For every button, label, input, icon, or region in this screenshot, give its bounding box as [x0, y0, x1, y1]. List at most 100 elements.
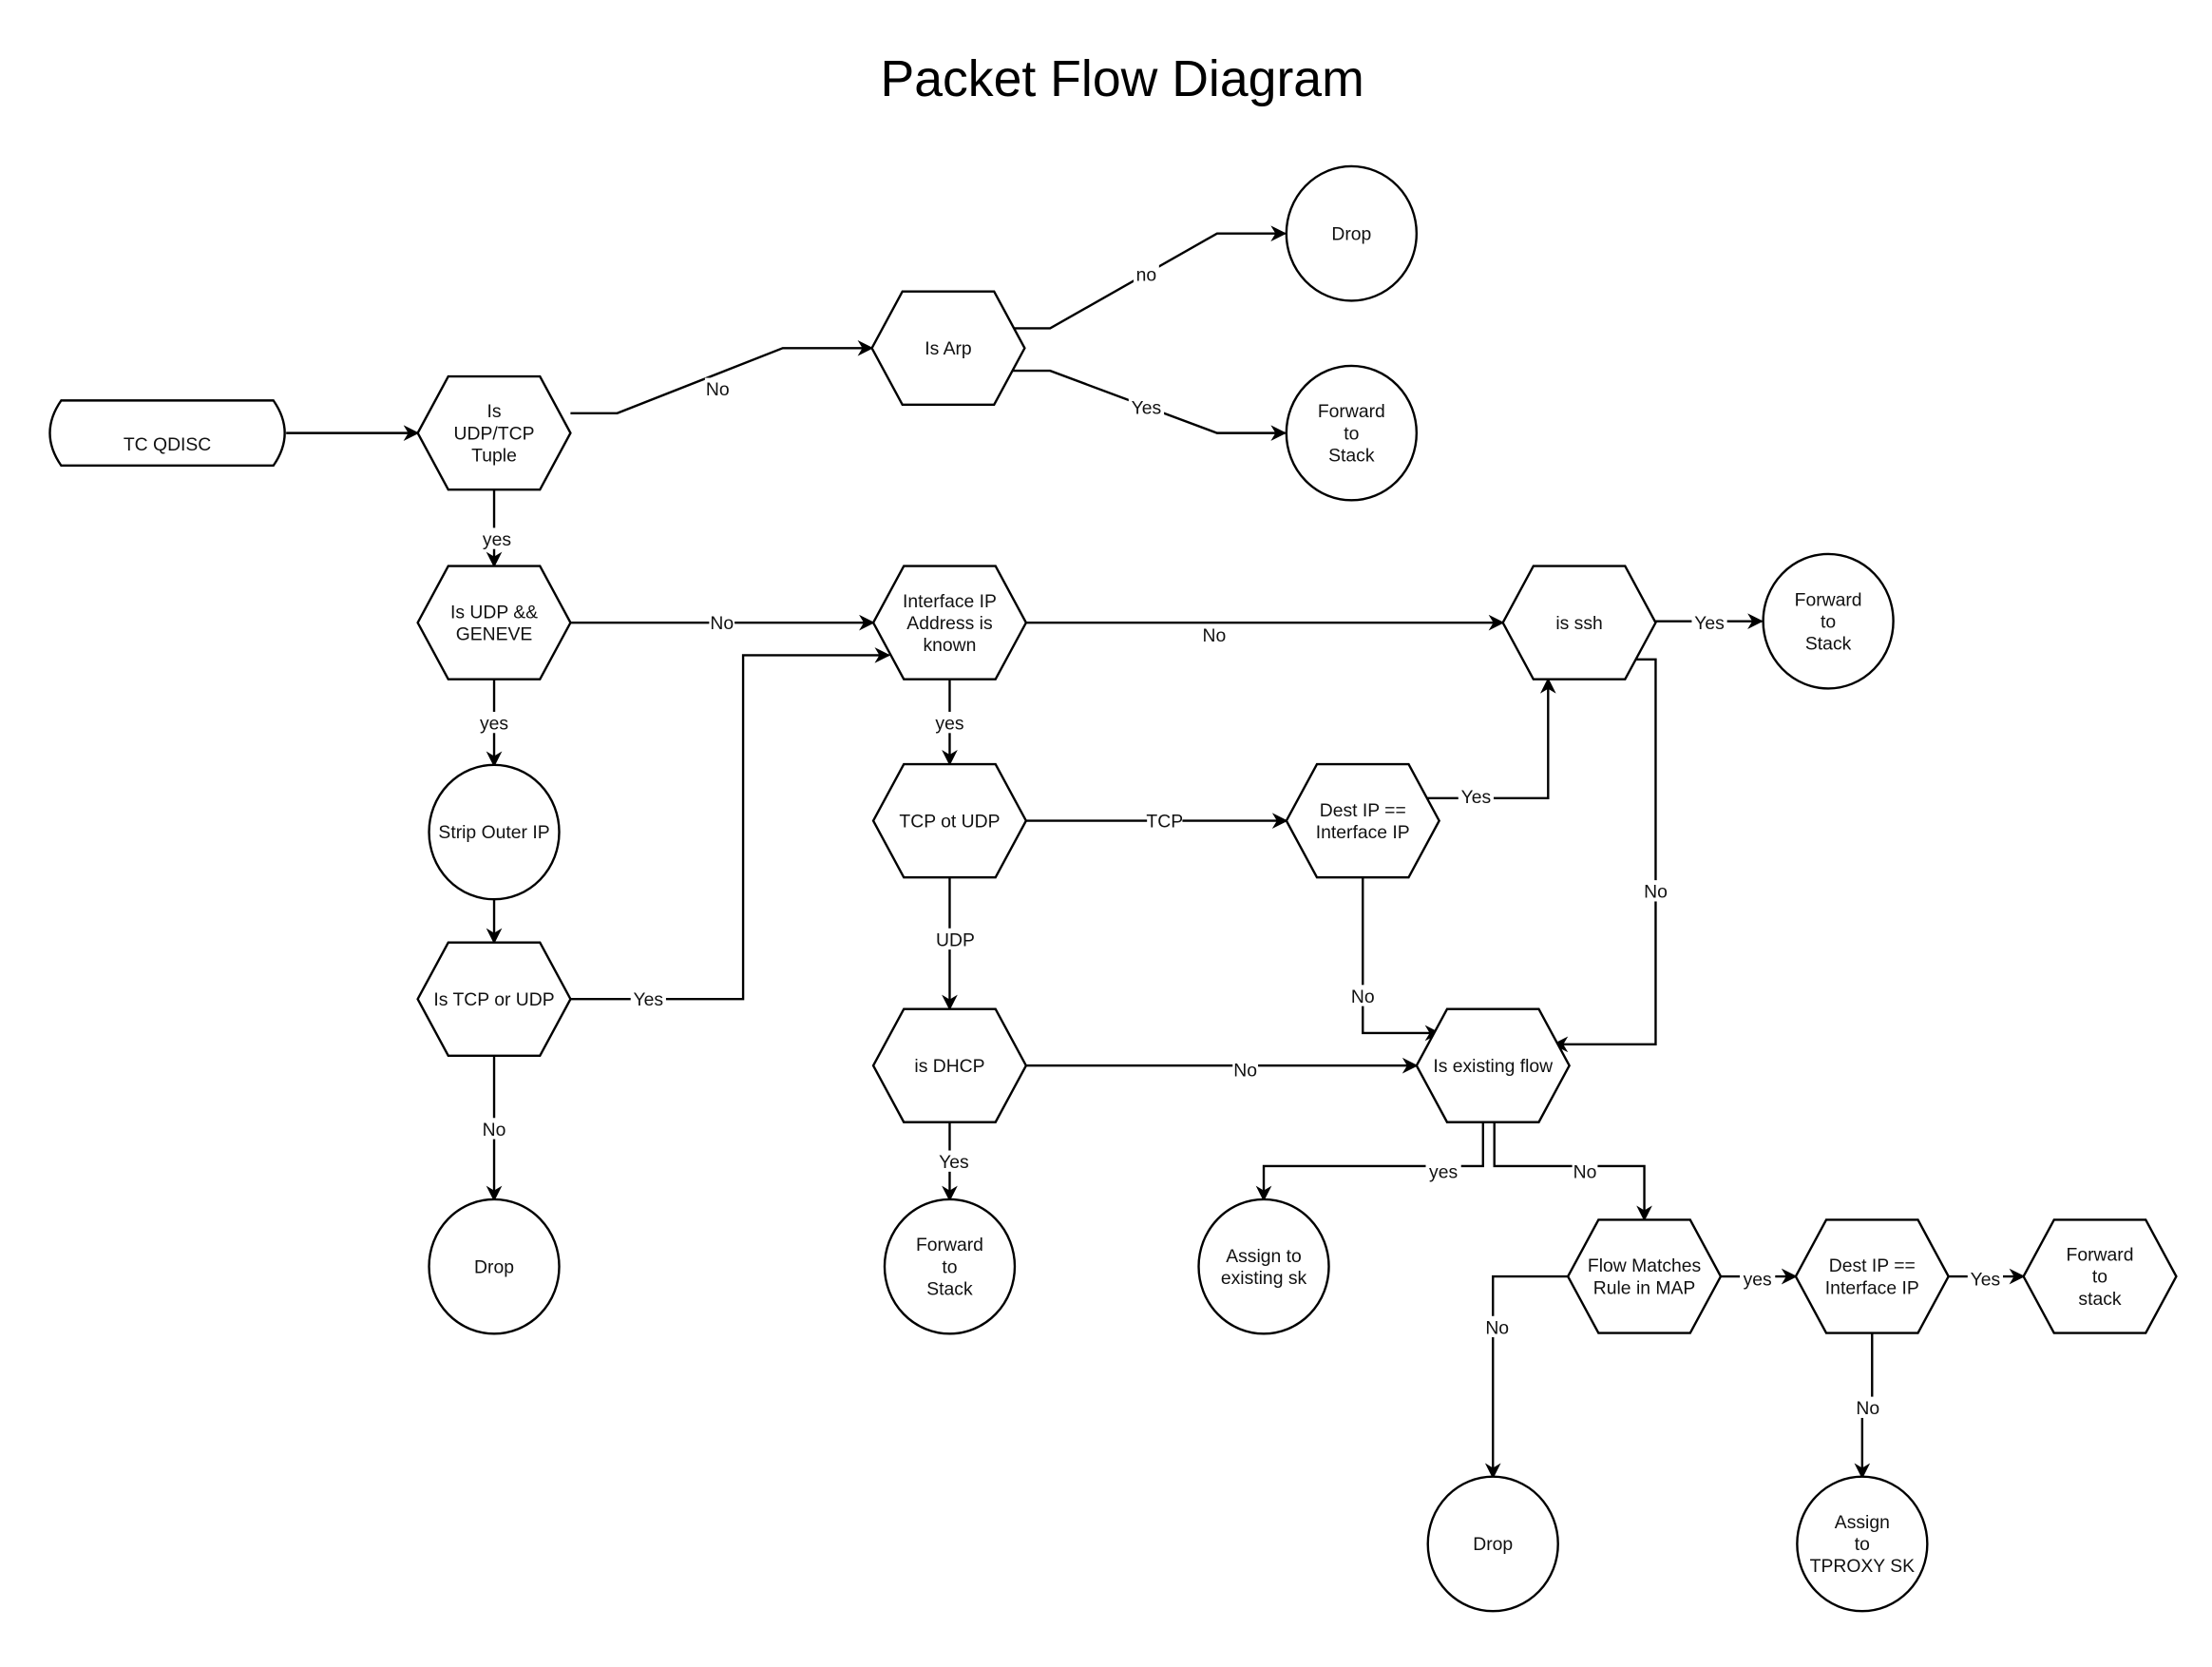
node-label-line: Assign	[1835, 1512, 1890, 1533]
edge-label: No	[1203, 625, 1227, 646]
edge-label: yes	[480, 714, 508, 735]
node-is-arp[interactable]: Is Arp	[870, 290, 1026, 407]
edge-label: Yes	[939, 1152, 969, 1173]
edge-label: No	[1573, 1162, 1597, 1183]
edge-is_existing_flow-to-assign_existing_sk	[1255, 1121, 1485, 1202]
edge-label-bg	[1232, 1058, 1259, 1081]
edge-label: No	[1644, 882, 1668, 903]
node-label-line: Dest IP ==	[1320, 800, 1406, 821]
edge-label-bg	[709, 611, 735, 633]
edge-label: yes	[935, 714, 963, 735]
node-label-line: Is	[486, 401, 501, 422]
node-label-line: Forward	[2067, 1245, 2134, 1266]
edge-label-bg	[481, 1118, 507, 1140]
node-is-udp-geneve[interactable]: Is UDP &&GENEVE	[416, 565, 572, 680]
node-label-line: to	[1344, 423, 1359, 444]
hexagon-shape	[870, 290, 1026, 407]
node-label-line: Rule in MAP	[1593, 1277, 1696, 1298]
hexagon-shape	[1794, 1218, 1951, 1334]
node-label-line: to	[942, 1256, 957, 1277]
node-label-line: known	[924, 635, 977, 656]
node-label-line: Drop	[1331, 223, 1371, 244]
hexagon-shape	[1415, 1007, 1571, 1123]
node-label-line: Is UDP &&	[450, 602, 538, 623]
node-label-line: Forward	[1795, 589, 1862, 610]
edge-label: No	[1351, 987, 1375, 1007]
node-drop-left[interactable]: Drop	[428, 1198, 561, 1335]
node-is-tcp-or-udp[interactable]: Is TCP or UDP	[416, 941, 572, 1057]
circle-shape	[1285, 364, 1419, 502]
edge-label-bg	[936, 1150, 972, 1172]
node-drop-arp[interactable]: Drop	[1285, 164, 1419, 302]
edge-label: No	[1856, 1398, 1879, 1419]
node-dest-ip-eq-iface-2[interactable]: Dest IP ==Interface IP	[1794, 1218, 1951, 1334]
node-label-line: TC QDISC	[124, 434, 211, 455]
node-drop-bottom[interactable]: Drop	[1426, 1475, 1559, 1613]
node-label-line: Stack	[926, 1278, 973, 1299]
edge-label-bg	[1572, 1159, 1598, 1182]
node-label-line: UDP/TCP	[454, 423, 535, 444]
edge-label-bg	[630, 987, 666, 1009]
edge-label-bg	[479, 527, 515, 549]
hexagon-shape	[1501, 565, 1657, 680]
node-label-line: Tuple	[471, 445, 517, 466]
node-label-line: Is TCP or UDP	[433, 989, 554, 1010]
edge-label-bg	[1349, 985, 1376, 1006]
node-is-ssh[interactable]: is ssh	[1501, 565, 1657, 680]
edge-label-bg	[704, 377, 731, 399]
circle-shape	[1426, 1475, 1559, 1613]
edge-label-bg	[1128, 395, 1165, 418]
node-is-dhcp[interactable]: is DHCP	[871, 1007, 1028, 1123]
node-tc-qdisc[interactable]: TC QDISC	[48, 399, 286, 468]
edge-label: no	[1136, 265, 1157, 286]
node-label-line: Forward	[916, 1235, 983, 1255]
terminator-shape	[48, 399, 286, 468]
circle-shape	[883, 1198, 1017, 1335]
hexagon-shape	[871, 762, 1028, 879]
node-dest-ip-eq-iface-1[interactable]: Dest IP ==Interface IP	[1285, 762, 1441, 879]
edge-label: yes	[483, 529, 511, 550]
circle-shape	[1796, 1475, 1929, 1613]
edge-label-bg	[1967, 1268, 2004, 1290]
edge-label-bg	[1855, 1396, 1881, 1418]
node-label-line: Forward	[1318, 401, 1385, 422]
edge-label-bg	[931, 711, 968, 734]
edge-label-bg	[476, 711, 512, 734]
node-label-line: TCP ot UDP	[899, 811, 1000, 832]
edge-labels-layer: NonoYesyesNoyesYesNoNoYesNoyesTCPYesNoUD…	[476, 262, 2004, 1419]
edge-dest_ip_eq_iface_1-to-is_existing_flow	[1362, 877, 1441, 1042]
edge-label: Yes	[1132, 398, 1162, 419]
node-label-line: Dest IP ==	[1829, 1255, 1916, 1276]
node-is-existing-flow[interactable]: Is existing flow	[1415, 1007, 1571, 1123]
node-label-line: stack	[2078, 1289, 2121, 1310]
node-strip-outer-ip[interactable]: Strip Outer IP	[428, 763, 561, 901]
node-label-line: to	[1855, 1534, 1870, 1555]
edge-label-bg	[1425, 1159, 1461, 1182]
edge-is_udp_tcp_tuple-to-is_arp	[570, 339, 874, 414]
node-label-line: Stack	[1805, 633, 1852, 654]
edge-is_tcp_or_udp-to-interface_ip_known	[570, 647, 891, 1001]
edge-label-bg	[1643, 880, 1669, 902]
node-tcp-or-udp-inner[interactable]: TCP ot UDP	[871, 762, 1028, 879]
edge-label: Yes	[1461, 787, 1492, 808]
node-label-line: Address is	[906, 613, 992, 634]
edge-label: No	[1485, 1317, 1509, 1338]
node-label-line: Assign to	[1226, 1246, 1302, 1267]
hexagon-shape	[871, 565, 1028, 680]
edge-label: yes	[1429, 1162, 1458, 1183]
node-label-line: Interface IP	[903, 591, 997, 612]
edge-label: Yes	[1694, 613, 1725, 634]
edge-label-bg	[1458, 785, 1494, 807]
node-label-line: Drop	[474, 1256, 514, 1277]
edge-label: Yes	[1971, 1270, 2001, 1291]
